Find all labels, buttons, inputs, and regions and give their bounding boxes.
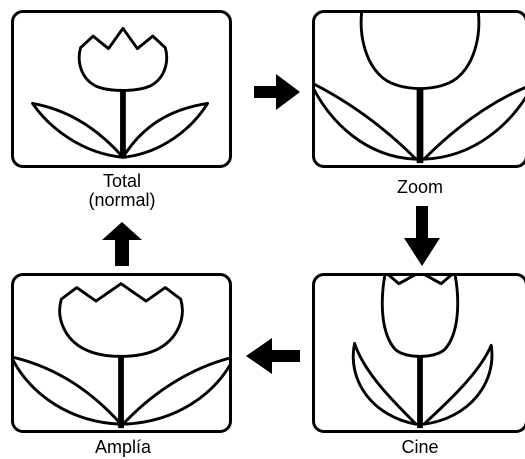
arrow-right-icon [254, 74, 300, 110]
tulip-icon [14, 282, 229, 429]
screen-mode-zoom [312, 10, 525, 168]
caption-total-line2: (normal) [88, 190, 156, 210]
tulip-icon [315, 13, 525, 164]
caption-zoom: Zoom [370, 178, 470, 197]
caption-total: Total (normal) [72, 172, 172, 210]
tulip-icon [351, 276, 494, 429]
arrow-left-icon [246, 338, 300, 374]
caption-cine: Cine [370, 438, 470, 457]
screen-mode-amplia [11, 273, 232, 433]
caption-amplia: Amplía [68, 438, 178, 457]
tulip-icon [31, 26, 210, 159]
screen-mode-total [11, 10, 232, 168]
caption-amplia-line1: Amplía [94, 437, 152, 457]
caption-zoom-line1: Zoom [396, 177, 443, 197]
caption-total-line1: Total [102, 171, 142, 191]
caption-cine-line1: Cine [401, 437, 439, 457]
arrow-down-icon [404, 206, 440, 266]
arrow-up-icon [102, 222, 142, 266]
screen-mode-cine [312, 273, 525, 433]
